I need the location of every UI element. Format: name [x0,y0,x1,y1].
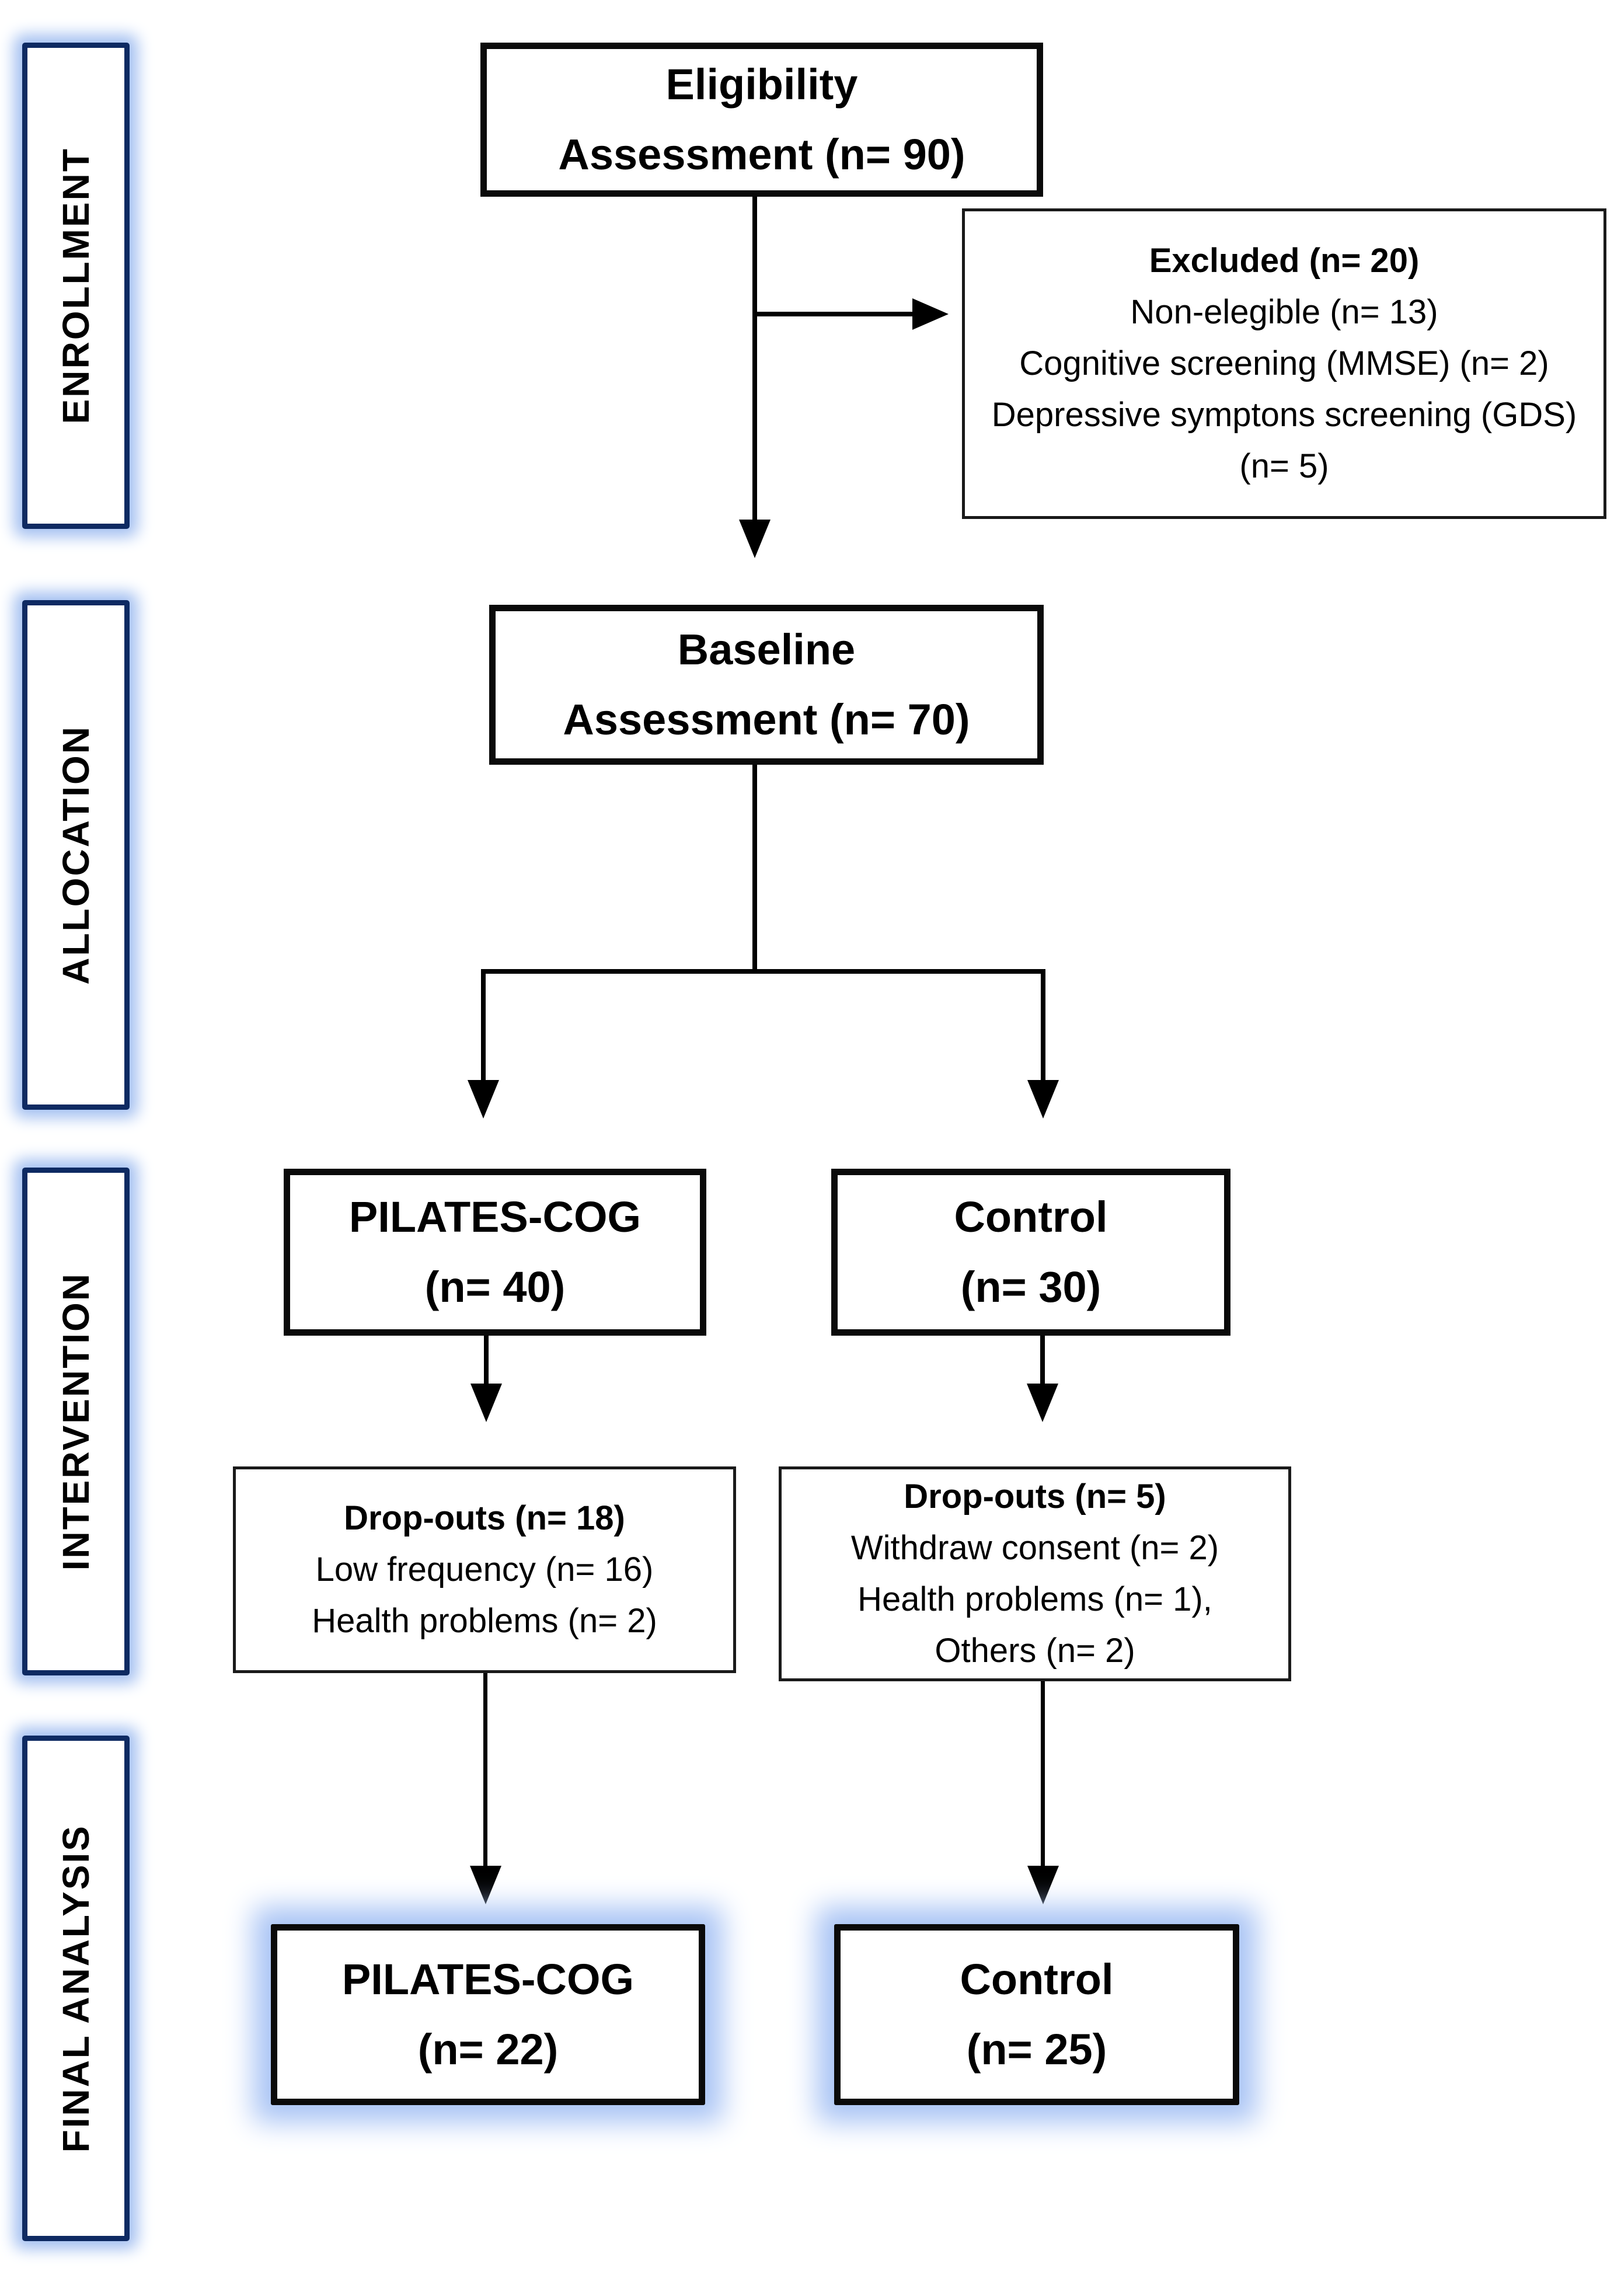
dropouts-control-reason-3: Others (n= 2) [935,1632,1135,1670]
eligibility-assessment-box: Eligibility Assessment (n= 90) [480,43,1043,197]
allocation-pilates-box: PILATES-COG (n= 40) [284,1169,706,1336]
connector-to-excluded-line [755,312,912,316]
stage-label-enrollment-text: ENROLLMENT [55,147,97,424]
arrowhead-dropouts-to-final-control [1027,1866,1059,1904]
connector-pilates-to-dropouts-line [484,1323,489,1385]
arrowhead-to-excluded [912,298,949,330]
arrowhead-eligibility-to-baseline [739,520,771,558]
stage-label-intervention-text: INTERVENTION [55,1272,97,1571]
stage-label-allocation-text: ALLOCATION [55,725,97,985]
final-control-box: Control (n= 25) [834,1924,1239,2105]
connector-eligibility-to-baseline-line [752,184,757,520]
connector-control-to-dropouts-line [1040,1323,1045,1385]
stage-label-allocation: ALLOCATION [22,600,130,1110]
dropouts-pilates-title: Drop-outs (n= 18) [344,1499,625,1537]
final-pilates-line-2: (n= 22) [417,2025,559,2074]
connector-dropouts-to-final-control-line [1041,1681,1045,1866]
eligibility-line-1: Eligibility [665,60,858,109]
final-control-line-2: (n= 25) [966,2025,1107,2074]
baseline-line-1: Baseline [677,625,856,674]
arrowhead-pilates-to-dropouts [470,1384,502,1422]
connector-split-to-control-line [1041,969,1045,1081]
eligibility-line-2: Assessment (n= 90) [558,130,965,179]
allocation-pilates-line-2: (n= 40) [424,1263,566,1311]
excluded-reason-2: Cognitive screening (MMSE) (n= 2) [1019,344,1549,382]
dropouts-pilates-reason-2: Health problems (n= 2) [312,1602,657,1640]
allocation-control-box: Control (n= 30) [831,1169,1230,1336]
final-pilates-line-1: PILATES-COG [341,1955,635,2004]
arrowhead-split-to-pilates [468,1080,499,1119]
baseline-line-2: Assessment (n= 70) [563,695,970,744]
dropouts-control-box: Drop-outs (n= 5) Withdraw consent (n= 2)… [779,1466,1291,1681]
excluded-reason-1: Non-elegible (n= 13) [1130,292,1438,331]
connector-dropouts-to-final-pilates-line [483,1673,487,1866]
dropouts-pilates-box: Drop-outs (n= 18) Low frequency (n= 16) … [233,1466,736,1673]
connector-baseline-down-line [752,752,757,969]
baseline-assessment-box: Baseline Assessment (n= 70) [489,605,1044,765]
excluded-reason-3: Depressive symptons screening (GDS) (n= … [991,396,1577,486]
arrowhead-split-to-control [1027,1080,1059,1119]
allocation-pilates-line-1: PILATES-COG [348,1193,642,1242]
connector-split-to-pilates-line [481,969,486,1081]
allocation-control-line-2: (n= 30) [960,1263,1101,1311]
excluded-box: Excluded (n= 20) Non-elegible (n= 13) Co… [962,208,1606,519]
final-pilates-box: PILATES-COG (n= 22) [271,1924,705,2105]
excluded-title: Excluded (n= 20) [1149,241,1420,280]
connector-split-bar [481,969,1045,974]
dropouts-control-reason-1: Withdraw consent (n= 2) [850,1528,1219,1567]
stage-label-enrollment: ENROLLMENT [22,43,130,529]
stage-label-final-analysis: FINAL ANALYSIS [22,1736,130,2241]
stage-label-final-analysis-text: FINAL ANALYSIS [55,1824,97,2153]
arrowhead-dropouts-to-final-pilates [470,1866,501,1904]
dropouts-control-reason-2: Health problems (n= 1), [857,1580,1212,1618]
arrowhead-control-to-dropouts [1027,1384,1058,1422]
allocation-control-line-1: Control [954,1193,1108,1242]
dropouts-control-title: Drop-outs (n= 5) [904,1477,1166,1515]
stage-label-intervention: INTERVENTION [22,1168,130,1675]
final-control-line-1: Control [960,1955,1114,2004]
dropouts-pilates-reason-1: Low frequency (n= 16) [315,1550,654,1588]
